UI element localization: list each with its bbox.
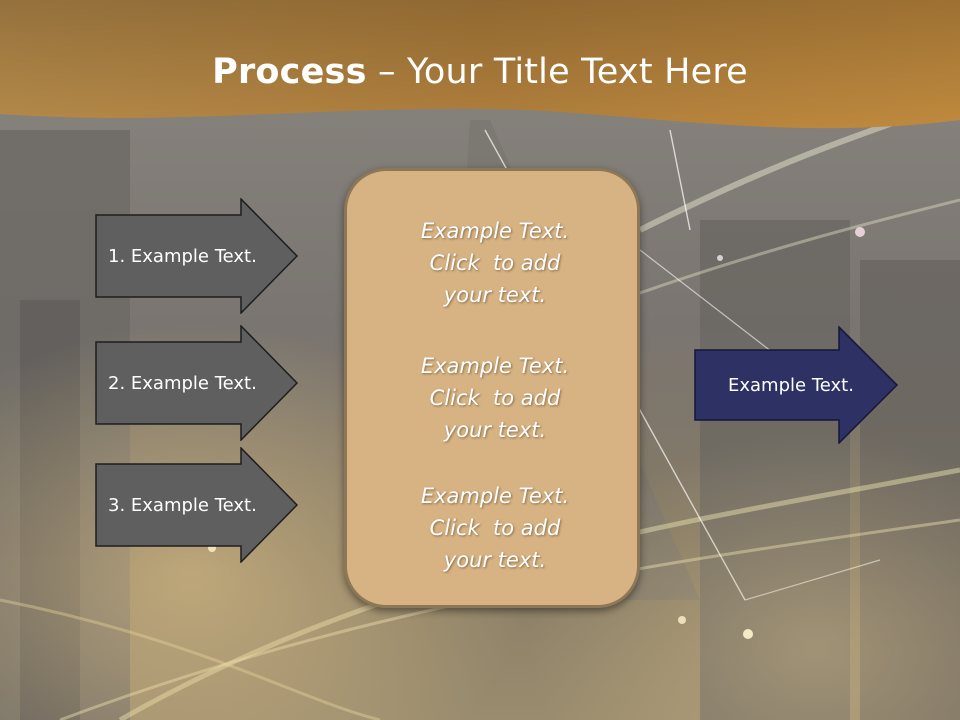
center-content-box[interactable]: Example Text. Click to add your text. Ex… (344, 168, 640, 608)
process-step-arrow-2[interactable]: 2. Example Text. (95, 325, 300, 441)
center-text-block-3[interactable]: Example Text. Click to add your text. (420, 484, 570, 572)
result-label: Example Text. (728, 374, 854, 396)
title-rest: – Your Title Text Here (366, 52, 748, 92)
process-step-arrow-3[interactable]: 3. Example Text. (95, 447, 300, 563)
step-label-3: 3. Example Text. (108, 494, 257, 516)
slide-title[interactable]: Process – Your Title Text Here (0, 52, 960, 92)
arrow-shape (95, 198, 299, 314)
arrow-shape (95, 325, 299, 441)
step-label-2: 2. Example Text. (108, 372, 257, 394)
title-banner (0, 0, 960, 129)
center-text-block-1[interactable]: Example Text. Click to add your text. (420, 219, 570, 307)
arrow-shape (694, 326, 899, 444)
result-arrow[interactable]: Example Text. (694, 326, 900, 444)
process-step-arrow-1[interactable]: 1. Example Text. (95, 198, 300, 314)
center-text-block-2[interactable]: Example Text. Click to add your text. (420, 354, 570, 442)
arrow-shape (95, 447, 299, 563)
title-bold: Process (212, 52, 367, 92)
step-label-1: 1. Example Text. (108, 245, 257, 267)
